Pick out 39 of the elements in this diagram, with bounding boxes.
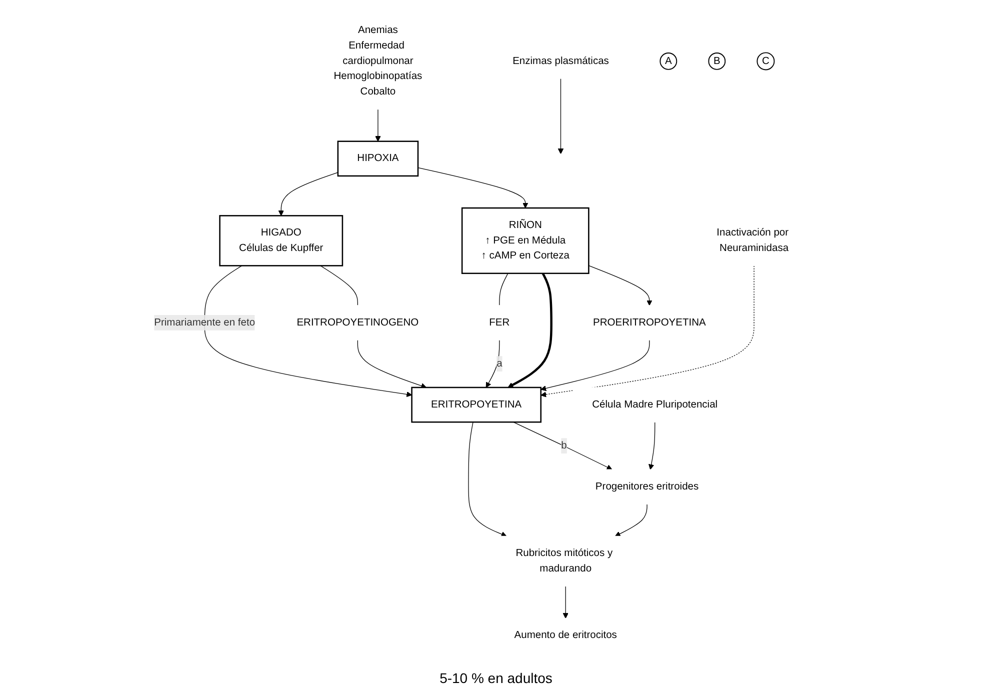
node-text: Rubricitos mitóticos y madurando	[516, 548, 613, 574]
arrow	[468, 422, 507, 537]
arrow	[540, 265, 755, 398]
arrow	[588, 265, 652, 306]
arrow	[563, 586, 569, 618]
arrow	[508, 272, 553, 388]
node-text: PROERITROPOYETINA	[593, 316, 706, 328]
node-text: Célula Madre Pluripotencial	[592, 399, 718, 410]
note-text: 5-10 % en adultos	[440, 670, 552, 686]
arrow	[204, 265, 412, 398]
arrow	[375, 108, 382, 142]
node-text: Aumento de eritrocitos	[514, 630, 618, 641]
arrow	[558, 78, 564, 154]
node-circle: C	[756, 52, 775, 70]
node-box: RIÑON ↑ PGE en Médula ↑ cAMP en Corteza	[462, 207, 590, 274]
arrow	[540, 340, 650, 392]
arrow	[418, 167, 528, 208]
node-box: HIGADO Células de Kupffer	[219, 215, 344, 266]
edge-label: Primariamente en feto	[154, 316, 256, 328]
edge-label: a	[496, 358, 503, 369]
node-text: Progenitores eritroides	[596, 481, 699, 492]
node-text: FER	[489, 316, 510, 328]
node-circle: A	[660, 52, 678, 70]
arrow	[358, 340, 427, 388]
node-text: ERITROPOYETINOGENO	[296, 316, 419, 328]
arrow	[648, 422, 656, 470]
connector	[499, 273, 509, 306]
node-box: ERITROPOYETINA	[411, 386, 542, 423]
arrow	[615, 504, 648, 536]
connector	[320, 265, 358, 306]
node-box: HIPOXIA	[338, 140, 419, 177]
node-text: Enzimas plasmáticas	[512, 55, 610, 66]
node-text: Inactivación por Neuraminidasa	[716, 227, 789, 254]
node-circle: B	[708, 52, 726, 70]
node-text: Anemias Enfermedad cardiopulmonar Hemoglobinopatías Cobalto	[334, 24, 422, 98]
arrow	[513, 422, 612, 470]
arrow	[486, 340, 500, 388]
arrow	[278, 172, 338, 216]
edge-label: b	[561, 440, 568, 451]
